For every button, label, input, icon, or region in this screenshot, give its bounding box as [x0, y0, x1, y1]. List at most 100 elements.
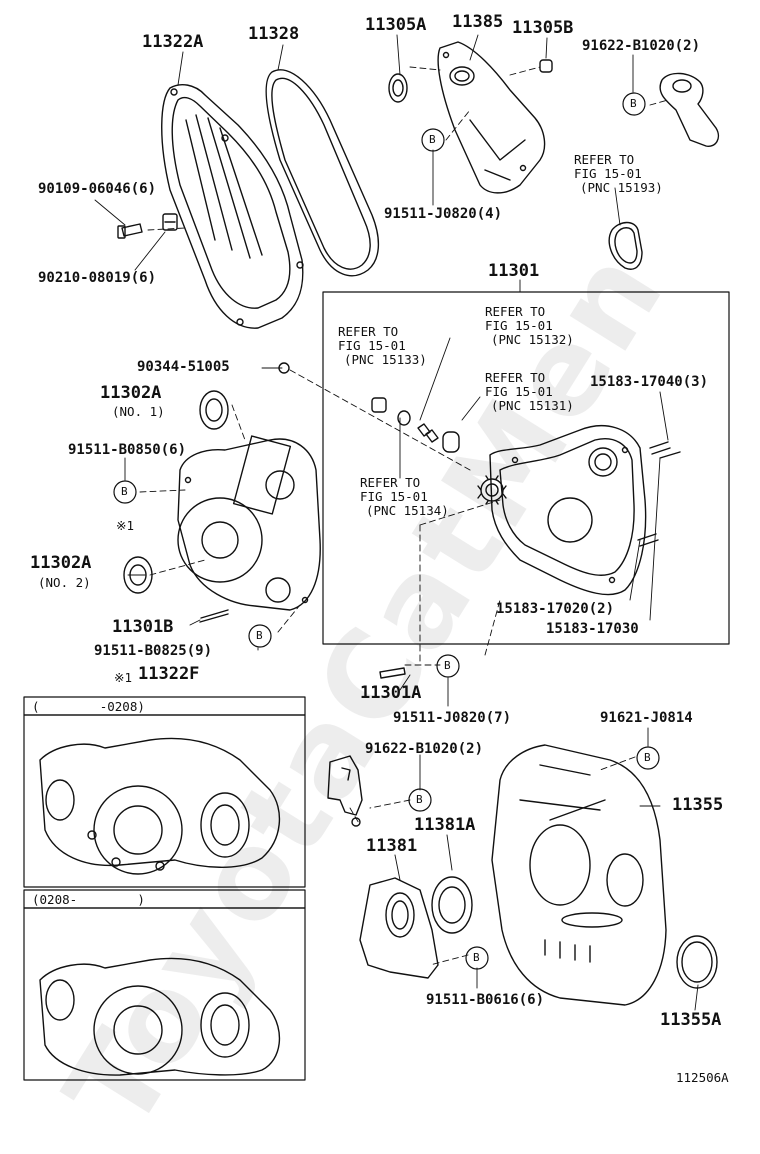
bracket-top-right [659, 72, 720, 147]
part-label-11355[interactable]: 11355 [672, 795, 724, 815]
bolt-marker [465, 946, 489, 970]
part-label-11328[interactable]: 11328 [248, 24, 300, 44]
part-label-11305B[interactable]: 11305B [512, 18, 574, 38]
bolt-marker-label: B [121, 485, 128, 498]
refer-callout-15193[interactable]: REFER TO FIG 15-01 (PNC 15193) [574, 153, 663, 195]
refer-callout-15133[interactable]: REFER TO FIG 15-01 (PNC 15133) [338, 325, 427, 367]
part-label-11322A[interactable]: 11322A [142, 32, 204, 52]
bolt-marker-label: B [256, 629, 263, 642]
variant-range-2: (0208- ) [32, 892, 145, 907]
note-mark: ※1 [116, 518, 134, 533]
part-label-11302A-no1[interactable]: 11302A [100, 383, 162, 403]
bolt-marker [421, 128, 445, 152]
refer-line-1: REFER TO [360, 475, 421, 490]
parts-diagram [23, 34, 730, 1081]
part-label-90210-08019[interactable]: 90210-08019(6) [38, 270, 157, 286]
part-label-91622-B1020-mid[interactable]: 91622-B1020(2) [365, 741, 484, 757]
part-label-91511-B0616[interactable]: 91511-B0616(6) [426, 992, 545, 1008]
refer-line-3: (PNC 15193) [580, 180, 663, 195]
bolt-marker [436, 654, 460, 678]
refer-callout-15132[interactable]: REFER TO FIG 15-01 (PNC 15132) [485, 305, 574, 347]
part-label-11381[interactable]: 11381 [366, 836, 418, 856]
diagram-code: 112506A [676, 1070, 729, 1085]
refer-line-3: (PNC 15133) [344, 352, 427, 367]
refer-line-2: FIG 15-01 [485, 318, 553, 333]
refer-line-1: REFER TO [485, 370, 546, 385]
refer-line-2: FIG 15-01 [360, 489, 428, 504]
pin-11301A [379, 667, 406, 679]
refer-line-3: (PNC 15134) [366, 503, 449, 518]
refer-line-1: REFER TO [338, 324, 399, 339]
seal-11302A-no2 [123, 556, 153, 594]
bolt-marker-label: B [429, 133, 436, 146]
part-label-11302A-no2[interactable]: 11302A [30, 553, 92, 573]
nut-90210 [162, 213, 178, 231]
refer-callout-15131[interactable]: REFER TO FIG 15-01 (PNC 15131) [485, 371, 574, 413]
variant-box-1 [23, 696, 306, 888]
bracket-mid [327, 755, 363, 827]
bolt-marker [113, 480, 137, 504]
part-label-15183-17040[interactable]: 15183-17040(3) [590, 374, 709, 390]
bolt-marker [636, 746, 660, 770]
dashed-assembly-lines [139, 66, 669, 966]
refer-line-2: FIG 15-01 [574, 166, 642, 181]
gasket-ring-15193 [608, 221, 643, 270]
label-no2: (NO. 2) [38, 575, 91, 590]
refer-parts-oil-pump [371, 397, 460, 453]
part-label-91511-B0850[interactable]: 91511-B0850(6) [68, 442, 187, 458]
end-plate-11355 [491, 744, 667, 1006]
part-label-91511-B0825[interactable]: 91511-B0825(9) [94, 643, 213, 659]
bolt-marker-label: B [630, 97, 637, 110]
plug-90344 [278, 362, 290, 374]
seal-11305A [388, 73, 408, 103]
bolt-marker [248, 624, 272, 648]
refer-line-1: REFER TO [485, 304, 546, 319]
part-label-90344-51005[interactable]: 90344-51005 [137, 359, 230, 375]
group-box-11301 [322, 291, 730, 645]
cover-11385 [437, 41, 546, 194]
bolt-marker-label: B [444, 659, 451, 672]
bolt-markers [113, 92, 660, 970]
bolt-marker [622, 92, 646, 116]
label-no1: (NO. 1) [112, 404, 165, 419]
part-label-11301A[interactable]: 11301A [360, 683, 422, 703]
gasket-11328 [265, 69, 379, 277]
bolt-marker-label: B [644, 751, 651, 764]
part-label-91622-B1020-top[interactable]: 91622-B1020(2) [582, 38, 701, 54]
bolt-90109 [117, 223, 143, 239]
refer-callout-15134[interactable]: REFER TO FIG 15-01 (PNC 15134) [360, 476, 449, 518]
leader-lines [94, 34, 699, 1011]
bolt-marker-label: B [473, 951, 480, 964]
stud-11301B [199, 609, 229, 623]
part-label-15183-17030[interactable]: 15183-17030 [546, 621, 639, 637]
bolt-marker-label: B [416, 793, 423, 806]
part-label-91621-J0814[interactable]: 91621-J0814 [600, 710, 693, 726]
bolt-marker [408, 788, 432, 812]
seal-11381A [431, 876, 473, 934]
timing-cover-11322A [161, 83, 304, 329]
variant-box-2 [23, 889, 306, 1081]
part-label-11301B[interactable]: 11301B [112, 617, 174, 637]
part-label-91511-J0820-4[interactable]: 91511-J0820(4) [384, 206, 503, 222]
retainer-11381 [359, 877, 439, 979]
part-label-90109-06046[interactable]: 90109-06046(6) [38, 181, 157, 197]
refer-line-2: FIG 15-01 [338, 338, 406, 353]
part-label-91511-J0820-7[interactable]: 91511-J0820(7) [393, 710, 512, 726]
part-label-11301[interactable]: 11301 [488, 261, 540, 281]
timing-case-11301 [477, 425, 647, 596]
variant-range-1: ( -0208) [32, 699, 145, 714]
part-label-11385[interactable]: 11385 [452, 12, 504, 32]
refer-line-2: FIG 15-01 [485, 384, 553, 399]
part-label-11305A[interactable]: 11305A [365, 15, 427, 35]
note-mark-11322F: ※1 [114, 670, 132, 685]
refer-line-3: (PNC 15131) [491, 398, 574, 413]
part-label-11381A[interactable]: 11381A [414, 815, 476, 835]
front-case-lower-left [177, 435, 321, 611]
seal-11355A [676, 935, 718, 989]
part-label-11355A[interactable]: 11355A [660, 1010, 722, 1030]
part-label-11322F[interactable]: 11322F [138, 664, 200, 684]
refer-line-3: (PNC 15132) [491, 332, 574, 347]
part-label-15183-17020[interactable]: 15183-17020(2) [496, 601, 615, 617]
refer-line-1: REFER TO [574, 152, 635, 167]
pin-11305B [539, 59, 553, 73]
